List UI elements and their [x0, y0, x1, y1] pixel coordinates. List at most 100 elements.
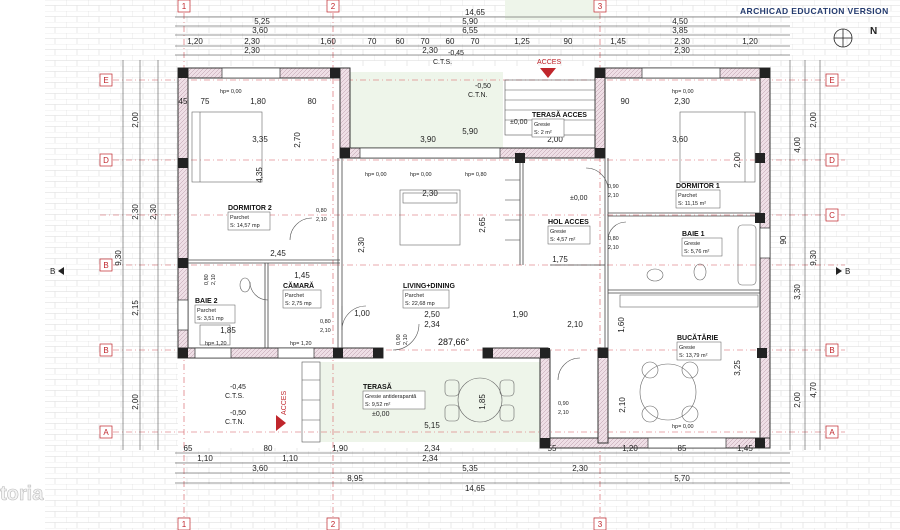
- dim-right-c: 2,00: [793, 392, 802, 408]
- dim-bot-f7: 85: [678, 444, 687, 453]
- door-4-h: 2,10: [320, 328, 331, 334]
- sink-baie-1: [646, 268, 664, 282]
- dim-top-f5: 60: [396, 37, 405, 46]
- room-finish: Parchet: [197, 308, 216, 314]
- dims-bottom: [175, 452, 790, 484]
- toilet-baie-1: [693, 263, 707, 281]
- bed-dormitor-1: [679, 111, 756, 183]
- dim-in-2-70: 2,70: [293, 132, 302, 148]
- room-finish: Gresie antiderapantă: [365, 394, 417, 400]
- dim-in-3-90: 3,90: [420, 135, 436, 144]
- dim-top-e2: 6,55: [462, 26, 478, 35]
- hp-7: hp= 0,00: [672, 424, 694, 430]
- acces-left-arrow-icon: [276, 415, 286, 431]
- structural-columns: [178, 68, 770, 448]
- room-name: HOL ACCES: [548, 219, 589, 226]
- room-name: BUCĂTĂRIE: [677, 333, 719, 342]
- dim-top-e1: 3,60: [252, 26, 268, 35]
- interior-walls: [188, 158, 760, 350]
- room-area: S: 2,75 mp: [285, 301, 312, 307]
- grid-row-a-left: A: [103, 428, 109, 437]
- room-hol: HOL ACCES Gresie S: 4,57 m²: [547, 219, 591, 245]
- dims-right: [789, 60, 821, 450]
- dim-in-3-25: 3,25: [733, 360, 742, 376]
- bathtub: [737, 224, 757, 286]
- north-arrow: N: [833, 26, 877, 48]
- room-living: LIVING+DINING Parchet S: 22,68 mp: [402, 283, 455, 309]
- door-6-w: 0,80: [204, 274, 210, 285]
- room-area: S: 14,57 mp: [230, 223, 260, 229]
- grid-row-b-left: B: [103, 261, 108, 270]
- dim-left-b: 2,30: [131, 204, 140, 220]
- grid-row-a-right: A: [829, 428, 835, 437]
- watermark-text: toria: [0, 483, 44, 505]
- dim-in-3-35: 3,35: [252, 135, 268, 144]
- acces-top-label: ACCES: [537, 59, 561, 66]
- dim-in-2-30c: 2,30: [422, 189, 438, 198]
- hp-1: hp= 0,00: [220, 89, 242, 95]
- kitchen-counter: [619, 294, 759, 308]
- room-terasa-acces: TERASĂ ACCES Gresie S: 2 m²: [531, 110, 587, 138]
- dim-bot-e3: 2,30: [572, 464, 588, 473]
- dim-in-3-60: 3,60: [672, 135, 688, 144]
- door-1-h: 2,10: [608, 193, 619, 199]
- acces-left-label: ACCES: [281, 391, 288, 415]
- dim-in-5-15: 5,15: [424, 421, 440, 430]
- dim-bot-f3: 1,90: [332, 444, 348, 453]
- dim-in-1-75: 1,75: [552, 255, 568, 264]
- door-swings: [249, 167, 627, 381]
- dim-top-f8: 70: [471, 37, 480, 46]
- dim-top-f10: 90: [564, 37, 573, 46]
- grid-row-e-left: E: [103, 76, 108, 85]
- dim-bot-e2: 5,35: [462, 464, 478, 473]
- room-dormitor-2: DORMITOR 2 Parchet S: 14,57 mp: [227, 205, 272, 231]
- level-cts-left-label: C.T.S.: [225, 393, 244, 400]
- dim-top-f3: 1,60: [320, 37, 336, 46]
- dim-in-2-45: 2,45: [270, 249, 286, 258]
- section-b-left: B: [50, 267, 55, 276]
- grid-labels: 1 2 3 1 2 3 E D B B A E D C B A: [99, 0, 839, 530]
- dim-top-f4: 70: [368, 37, 377, 46]
- dim-top-d2: 5,90: [462, 17, 478, 26]
- terrace-bottom-green: [320, 362, 542, 442]
- room-area: S: 4,57 m²: [550, 237, 576, 243]
- grid-row-d-right: D: [829, 156, 835, 165]
- hp-6: hp= 1,20: [290, 341, 312, 347]
- level-ctn-top-label: C.T.N.: [468, 92, 488, 99]
- north-label: N: [870, 26, 877, 37]
- toilet-baie-2: [239, 277, 251, 293]
- dim-bot-e1: 3,60: [252, 464, 268, 473]
- level-zero-1: ±0,00: [510, 119, 528, 126]
- door-3-w: 0,80: [316, 208, 327, 214]
- furniture: [191, 111, 759, 423]
- edition-label: ARCHICAD EDUCATION VERSION: [740, 6, 889, 16]
- room-finish: Parchet: [285, 293, 304, 299]
- dim-top-f9: 1,25: [514, 37, 530, 46]
- dim-bot-f6: 1,20: [622, 444, 638, 453]
- level-zero-3: ±0,00: [372, 411, 390, 418]
- room-area: S: 9,52 m²: [365, 402, 391, 408]
- hp-2: hp= 0,00: [672, 89, 694, 95]
- grid-col-2-top: 2: [331, 2, 336, 11]
- dim-in-2-10b: 2,10: [618, 397, 627, 413]
- garden-top-patch: [505, 0, 600, 20]
- room-name: CĂMARĂ: [283, 281, 314, 290]
- dim-in-1-90: 1,90: [512, 310, 528, 319]
- dim-right-a: 4,00: [793, 137, 802, 153]
- dim-in-1-45: 1,45: [294, 271, 310, 280]
- dim-top-f2: 2,30: [244, 37, 260, 46]
- dim-top-f7: 60: [446, 37, 455, 46]
- dim-in-80: 80: [308, 97, 317, 106]
- door-2-w: 0,80: [608, 236, 619, 242]
- dim-top-g2: 2,30: [422, 46, 438, 55]
- dim-in-4-35: 4,35: [255, 167, 264, 183]
- dim-left-total: 9,30: [114, 250, 123, 266]
- dim-bot-d2: 5,70: [674, 474, 690, 483]
- dim-bot-f4: 2,34: [424, 444, 440, 453]
- room-name: BAIE 1: [682, 231, 705, 238]
- room-baie-1: BAIE 1 Gresie S: 5,76 m²: [681, 231, 723, 257]
- dim-right-b: 3,30: [793, 284, 802, 300]
- room-finish: Parchet: [678, 193, 697, 199]
- door-4-w: 0,80: [320, 319, 331, 325]
